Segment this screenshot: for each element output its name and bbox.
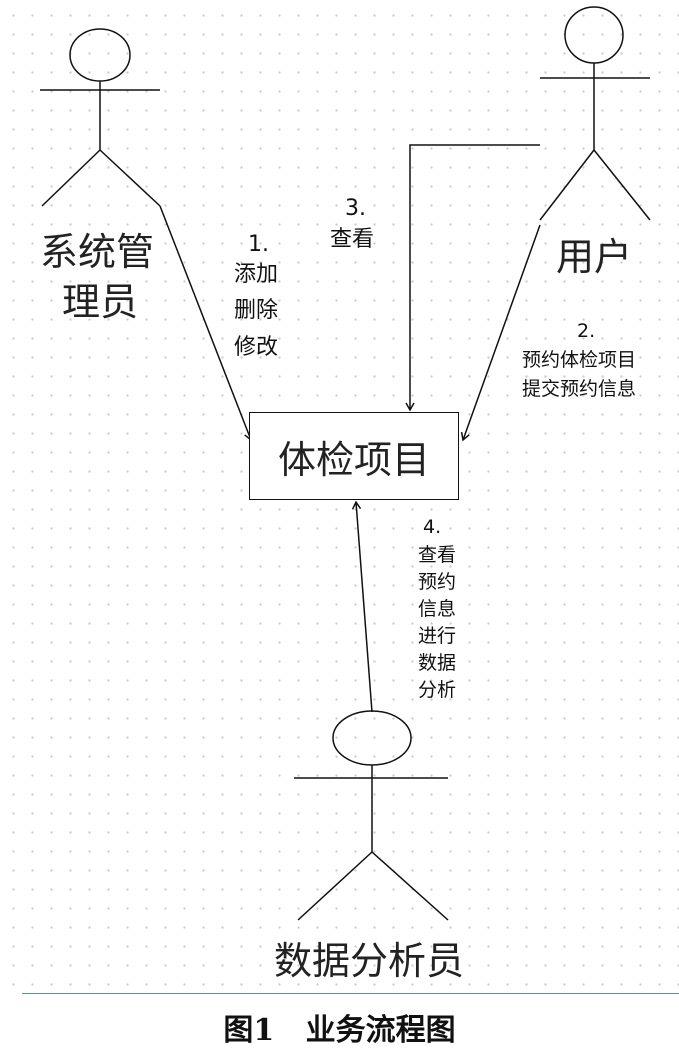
analyst-flow-text-1: 查看 [418,544,457,566]
figure-caption: 图1 业务流程图 [223,1013,456,1048]
admin-flow-text-3: 修改 [234,335,279,360]
user-flow-number: 2. [577,320,596,342]
caption-divider [22,993,679,994]
admin-actor-label-line1: 系统管 [40,230,155,274]
diagram-lines [40,6,651,921]
admin-flow-text-1: 添加 [234,262,279,287]
analyst-flow-text-2: 预约 [418,571,457,593]
admin-flow-text-2: 删除 [234,298,279,323]
user-actor-figure [539,6,651,221]
admin-flow-number: 1. [248,232,269,257]
diagram-canvas: 系统管 理员 用户 数据分析员 体检项目 1. 添加 删除 修改 3. 查看 2… [0,0,679,995]
process-label: 体检项目 [277,437,430,482]
view-flow-arrow [405,144,540,412]
analyst-flow-text-3: 信息 [418,598,457,620]
analyst-flow-arrow [351,500,373,713]
user-flow-arrow [460,224,541,442]
analyst-actor-label: 数据分析员 [274,939,465,983]
analyst-flow-text-5: 数据 [418,652,457,674]
analyst-flow-text-6: 分析 [418,679,457,701]
analyst-actor-figure [294,710,449,921]
admin-actor-figure [40,28,161,207]
process-box: 体检项目 [249,412,459,500]
view-flow-number: 3. [345,196,366,221]
user-flow-text-1: 预约体检项目 [522,349,637,371]
view-flow-text: 查看 [330,227,375,252]
analyst-flow-number: 4. [423,516,442,538]
user-flow-text-2: 提交预约信息 [522,378,637,400]
admin-flow-arrow [159,205,253,442]
analyst-flow-text-4: 进行 [418,625,457,647]
user-actor-label: 用户 [556,235,633,279]
admin-actor-label-line2: 理员 [62,280,139,324]
